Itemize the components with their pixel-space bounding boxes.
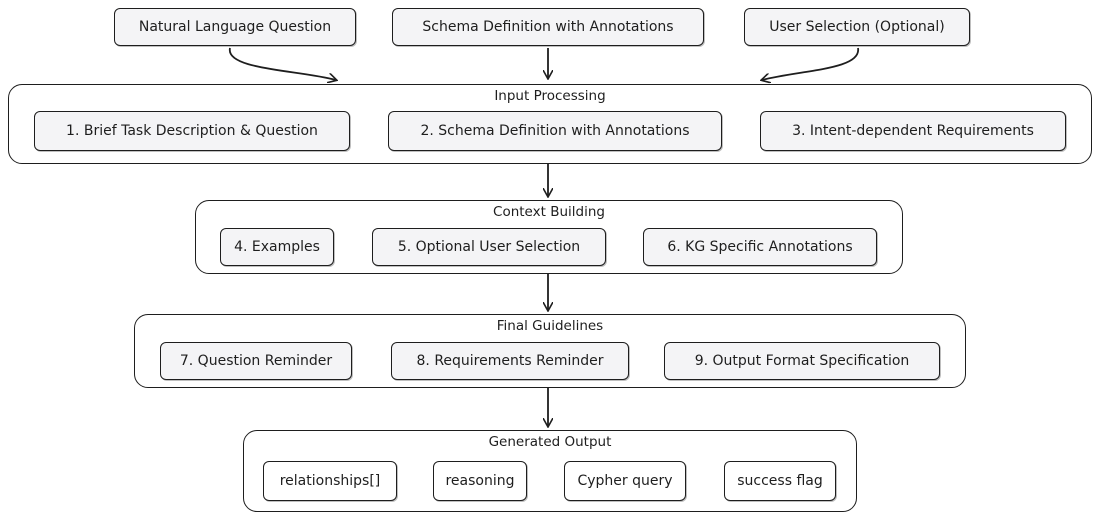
step-optional-user-selection: 5. Optional User Selection bbox=[372, 228, 606, 266]
step-brief-task-description-label: 1. Brief Task Description & Question bbox=[66, 123, 318, 139]
input-natural-language-question: Natural Language Question bbox=[114, 8, 356, 46]
input-user-selection: User Selection (Optional) bbox=[744, 8, 970, 46]
output-success-flag: success flag bbox=[724, 461, 836, 501]
step-intent-requirements: 3. Intent-dependent Requirements bbox=[760, 111, 1066, 151]
output-cypher-query: Cypher query bbox=[564, 461, 686, 501]
edge-question-to-input-processing bbox=[229, 47, 336, 80]
step-examples: 4. Examples bbox=[220, 228, 334, 266]
input-schema-definition: Schema Definition with Annotations bbox=[392, 8, 704, 46]
step-question-reminder-label: 7. Question Reminder bbox=[179, 353, 333, 369]
group-input-processing-title: Input Processing bbox=[494, 88, 606, 104]
output-reasoning: reasoning bbox=[433, 461, 527, 501]
step-brief-task-description: 1. Brief Task Description & Question bbox=[34, 111, 350, 151]
step-output-format-specification: 9. Output Format Specification bbox=[664, 342, 940, 380]
input-schema-definition-label: Schema Definition with Annotations bbox=[422, 19, 674, 35]
group-generated-output-title: Generated Output bbox=[488, 434, 612, 450]
output-cypher-query-label: Cypher query bbox=[577, 473, 673, 489]
step-question-reminder: 7. Question Reminder bbox=[160, 342, 352, 380]
step-requirements-reminder-label: 8. Requirements Reminder bbox=[416, 353, 604, 369]
output-relationships: relationships[] bbox=[263, 461, 397, 501]
output-reasoning-label: reasoning bbox=[445, 473, 515, 489]
edge-selection-to-input-processing bbox=[762, 47, 859, 80]
step-output-format-specification-label: 9. Output Format Specification bbox=[694, 353, 910, 369]
group-final-guidelines-title: Final Guidelines bbox=[496, 318, 604, 334]
step-schema-definition: 2. Schema Definition with Annotations bbox=[388, 111, 722, 151]
output-success-flag-label: success flag bbox=[737, 473, 823, 489]
group-context-building-title: Context Building bbox=[493, 204, 605, 220]
input-user-selection-label: User Selection (Optional) bbox=[769, 19, 945, 35]
step-schema-definition-label: 2. Schema Definition with Annotations bbox=[420, 123, 690, 139]
step-optional-user-selection-label: 5. Optional User Selection bbox=[397, 239, 581, 255]
step-requirements-reminder: 8. Requirements Reminder bbox=[391, 342, 629, 380]
step-examples-label: 4. Examples bbox=[234, 239, 320, 255]
input-natural-language-question-label: Natural Language Question bbox=[138, 19, 332, 35]
step-kg-specific-annotations-label: 6. KG Specific Annotations bbox=[667, 239, 853, 255]
output-relationships-label: relationships[] bbox=[279, 473, 381, 489]
step-kg-specific-annotations: 6. KG Specific Annotations bbox=[643, 228, 877, 266]
step-intent-requirements-label: 3. Intent-dependent Requirements bbox=[792, 123, 1034, 139]
